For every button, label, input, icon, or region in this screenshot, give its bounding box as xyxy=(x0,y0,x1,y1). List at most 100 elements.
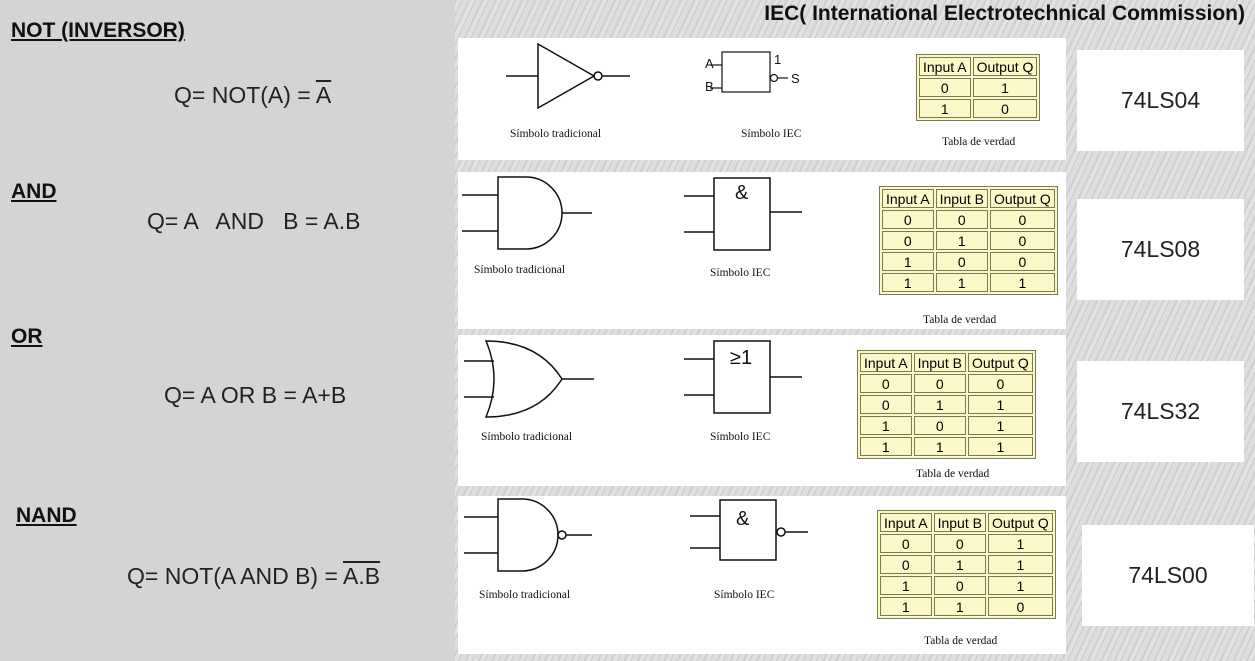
and-equation: Q= A AND B = A.B xyxy=(147,208,361,234)
and-caption-traditional: Símbolo tradicional xyxy=(474,264,566,276)
truth-table-header: Input B xyxy=(933,513,986,532)
truth-table-cell: 1 xyxy=(860,416,912,435)
nand-iec-symbol xyxy=(690,499,808,561)
truth-table-cell: 1 xyxy=(967,395,1033,414)
truth-table-header: Output Q xyxy=(972,57,1038,76)
truth-table-cell: 1 xyxy=(989,273,1055,292)
not-iec-input-b: B xyxy=(705,79,714,94)
truth-table-cell: 0 xyxy=(989,252,1055,271)
not-caption-table: Tabla de verdad xyxy=(942,136,1016,148)
truth-table-cell: 1 xyxy=(933,555,986,574)
page-header: IEC( International Electrotechnical Comm… xyxy=(764,2,1245,25)
truth-table-header: Input A xyxy=(919,57,971,76)
not-iec-input-a: A xyxy=(705,56,714,71)
nand-chip-label: 74LS00 xyxy=(1082,525,1254,626)
nand-caption-table: Tabla de verdad xyxy=(924,635,998,647)
or-title: OR xyxy=(11,325,43,348)
truth-table-cell: 0 xyxy=(860,395,912,414)
truth-table-cell: 0 xyxy=(882,231,934,250)
not-gate-symbol xyxy=(506,42,630,110)
or-iec-symbol xyxy=(684,340,802,414)
truth-table-header: Input B xyxy=(913,353,966,372)
truth-table-cell: 1 xyxy=(880,597,932,616)
truth-table-header: Output Q xyxy=(987,513,1053,532)
truth-table-cell: 1 xyxy=(860,437,912,456)
truth-table-header: Output Q xyxy=(989,189,1055,208)
truth-table-cell: 0 xyxy=(919,78,971,97)
not-title: NOT (INVERSOR) xyxy=(11,19,185,42)
not-iec-function: 1 xyxy=(774,52,782,67)
and-panel: & Símbolo tradicional Símbolo IEC Input … xyxy=(458,172,1066,329)
nand-title: NAND xyxy=(16,504,77,527)
or-gate-symbol xyxy=(464,340,594,418)
or-chip-label: 74LS32 xyxy=(1077,361,1244,462)
truth-table-cell: 1 xyxy=(919,99,971,118)
truth-table-cell: 0 xyxy=(935,252,988,271)
truth-table-cell: 1 xyxy=(933,597,986,616)
truth-table-cell: 0 xyxy=(882,210,934,229)
truth-table-cell: 1 xyxy=(972,78,1038,97)
truth-table-cell: 1 xyxy=(913,437,966,456)
not-equation-overline: A xyxy=(315,82,332,108)
or-caption-table: Tabla de verdad xyxy=(916,468,990,480)
nand-caption-traditional: Símbolo tradicional xyxy=(479,589,571,601)
truth-table-cell: 0 xyxy=(913,416,966,435)
truth-table-cell: 1 xyxy=(880,576,932,595)
and-caption-iec: Símbolo IEC xyxy=(710,267,771,279)
nand-iec-function: & xyxy=(736,508,750,530)
truth-table-cell: 0 xyxy=(933,534,986,553)
truth-table-cell: 1 xyxy=(967,437,1033,456)
truth-table-cell: 0 xyxy=(880,534,932,553)
not-caption-iec: Símbolo IEC xyxy=(741,128,802,140)
truth-table-cell: 1 xyxy=(987,555,1053,574)
truth-table-cell: 0 xyxy=(933,576,986,595)
truth-table-header: Input A xyxy=(860,353,912,372)
truth-table-cell: 1 xyxy=(967,416,1033,435)
truth-table-cell: 1 xyxy=(935,273,988,292)
truth-table-cell: 1 xyxy=(987,534,1053,553)
or-iec-function: ≥1 xyxy=(730,347,753,369)
nand-equation-overline: A.B xyxy=(343,563,381,589)
truth-table-cell: 1 xyxy=(882,273,934,292)
or-caption-iec: Símbolo IEC xyxy=(710,431,771,443)
truth-table-cell: 0 xyxy=(913,374,966,393)
not-equation-text: Q= NOT(A) = xyxy=(174,82,316,108)
and-iec-function: & xyxy=(735,182,749,204)
and-title: AND xyxy=(11,180,57,203)
truth-table-cell: 0 xyxy=(989,231,1055,250)
nand-caption-iec: Símbolo IEC xyxy=(714,589,775,601)
or-caption-traditional: Símbolo tradicional xyxy=(481,431,573,443)
truth-table-cell: 1 xyxy=(935,231,988,250)
truth-table-cell: 0 xyxy=(860,374,912,393)
not-chip-label: 74LS04 xyxy=(1077,50,1244,151)
nand-panel: & Símbolo tradicional Símbolo IEC Input … xyxy=(458,496,1066,654)
truth-table-cell: 0 xyxy=(972,99,1038,118)
not-iec-symbol xyxy=(710,51,788,93)
and-gate-symbol xyxy=(462,176,592,250)
truth-table-header: Input A xyxy=(882,189,934,208)
truth-table-cell: 0 xyxy=(935,210,988,229)
truth-table-header: Input B xyxy=(935,189,988,208)
and-iec-symbol xyxy=(684,177,802,251)
or-panel: ≥1 Símbolo tradicional Símbolo IEC Input… xyxy=(458,335,1066,486)
not-equation: Q= NOT(A) = A xyxy=(174,82,331,109)
and-chip-label: 74LS08 xyxy=(1077,199,1244,300)
truth-table-cell: 0 xyxy=(967,374,1033,393)
